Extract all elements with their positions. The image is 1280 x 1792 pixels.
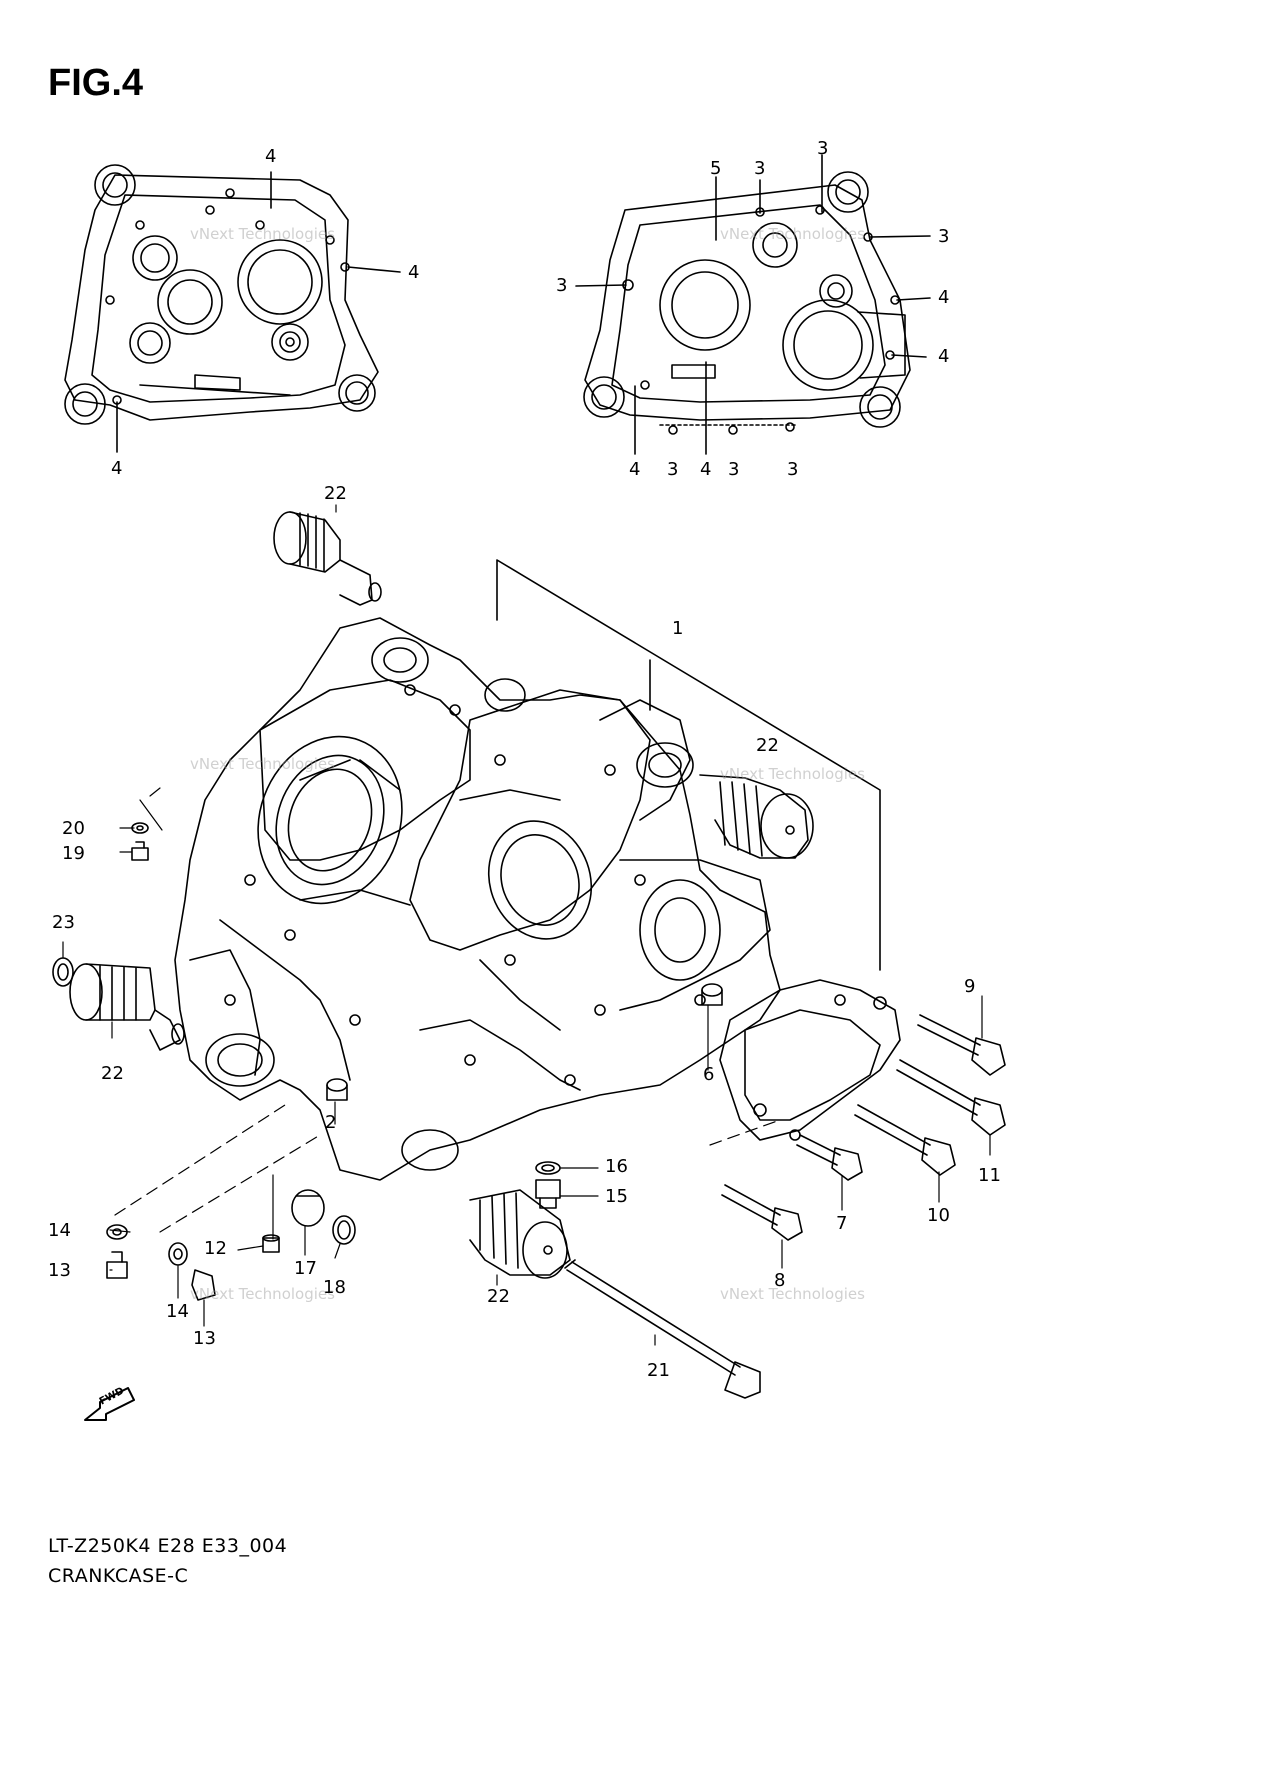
callout-22: 22 [324, 483, 347, 504]
bearing-22-top [273, 511, 382, 606]
crankcase-half-right-view [575, 154, 931, 455]
callout-4: 4 [408, 262, 420, 283]
callout-14: 14 [48, 1220, 71, 1241]
leader-lines [62, 504, 991, 1346]
callout-5: 5 [710, 158, 722, 179]
bolt-10 [854, 1104, 956, 1176]
callout-4: 4 [938, 346, 950, 367]
plug-13b [191, 1269, 216, 1301]
callout-13: 13 [48, 1260, 71, 1281]
o-ring-18 [332, 1215, 356, 1245]
callout-17: 17 [294, 1258, 317, 1279]
callout-7: 7 [836, 1213, 848, 1234]
drain-plug-15 [535, 1179, 561, 1209]
dowel-pin-6 [701, 983, 723, 1006]
washer-16 [535, 1161, 561, 1175]
side-cover [719, 979, 901, 1141]
callout-4: 4 [938, 287, 950, 308]
callout-3: 3 [754, 158, 766, 179]
callout-10: 10 [927, 1205, 950, 1226]
callout-12: 12 [204, 1238, 227, 1259]
bolt-8 [721, 1184, 803, 1241]
callout-6: 6 [703, 1064, 715, 1085]
callout-3: 3 [667, 459, 679, 480]
fwd-arrow-icon [84, 1387, 135, 1421]
callout-13: 13 [193, 1328, 216, 1349]
bolt-7 [796, 1134, 863, 1181]
callout-2: 2 [325, 1112, 337, 1133]
bearing-22-left [69, 963, 185, 1051]
callout-18: 18 [323, 1277, 346, 1298]
bolt-9 [917, 1014, 1006, 1076]
callout-3: 3 [556, 275, 568, 296]
callout-20: 20 [62, 818, 85, 839]
callout-4: 4 [265, 146, 277, 167]
bolt-19 [131, 841, 149, 861]
bolt-11 [896, 1059, 1006, 1136]
callout-19: 19 [62, 843, 85, 864]
callout-16: 16 [605, 1156, 628, 1177]
figure-code: LT-Z250K4 E28 E33_004 [48, 1535, 288, 1557]
callout-22: 22 [756, 735, 779, 756]
callout-9: 9 [964, 976, 976, 997]
callout-4: 4 [111, 458, 123, 479]
bearing-22-bottom [469, 1189, 571, 1279]
callout-3: 3 [728, 459, 740, 480]
callout-11: 11 [978, 1165, 1001, 1186]
callout-3: 3 [787, 459, 799, 480]
callout-4: 4 [629, 459, 641, 480]
washer-14b [168, 1242, 188, 1266]
plug-13a [106, 1251, 128, 1279]
callout-3: 3 [938, 226, 950, 247]
callout-3: 3 [817, 138, 829, 159]
callout-4: 4 [700, 459, 712, 480]
long-bolt-21 [564, 1259, 761, 1399]
crankcase-half-left-view [64, 164, 401, 453]
cap-17 [291, 1189, 325, 1227]
callout-8: 8 [774, 1270, 786, 1291]
oil-seal-23 [52, 957, 74, 987]
dowel-pin-2 [326, 1078, 348, 1101]
callout-21: 21 [647, 1360, 670, 1381]
callout-15: 15 [605, 1186, 628, 1207]
callout-22: 22 [487, 1286, 510, 1307]
callout-23: 23 [52, 912, 75, 933]
figure-title: FIG.4 [48, 62, 144, 104]
callout-1: 1 [672, 618, 684, 639]
figure-name: CRANKCASE-C [48, 1565, 189, 1587]
bearing-22-mid [699, 774, 814, 859]
collar-12 [262, 1234, 280, 1253]
callout-14: 14 [166, 1301, 189, 1322]
crankcase-main-assembly [174, 559, 881, 1181]
callout-22: 22 [101, 1063, 124, 1084]
